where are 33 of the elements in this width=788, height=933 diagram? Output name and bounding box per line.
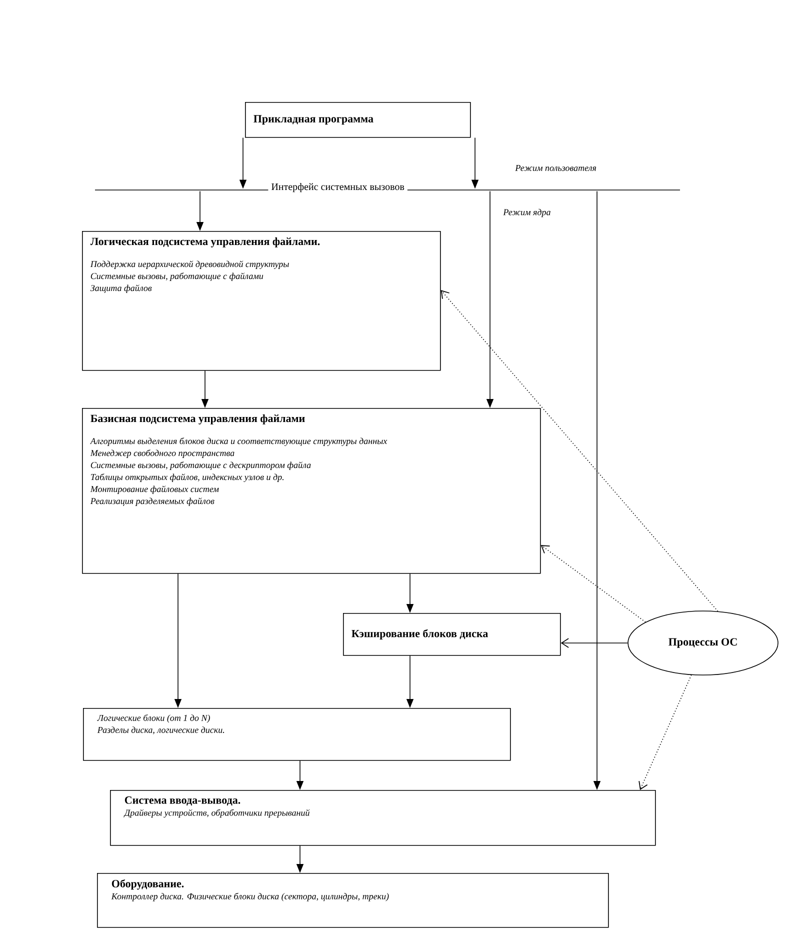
hardware-box: [97, 873, 609, 928]
box-title: Базисная подсистема управления файлами: [90, 414, 305, 424]
arrow: [638, 674, 692, 790]
item-text: Системные вызовы, работающие с файлами: [90, 272, 264, 281]
item-text: Контроллер диска. Физические блоки диска (сектора, цилиндры, треки): [111, 892, 389, 902]
arrow: [540, 545, 646, 623]
item-text: Логические блоки (от 1 до N): [97, 714, 210, 723]
interface-label: Интерфейс системных вызовов: [268, 180, 408, 196]
box-title: Логическая подсистема управления файлами.: [90, 237, 320, 248]
box-title: Система ввода-вывода.: [124, 796, 240, 806]
subsystem-box: [82, 408, 541, 574]
box-title: Кэширование блоков диска: [352, 629, 488, 640]
item-text: Защита файлов: [90, 284, 152, 293]
item-text: Разделы диска, логические диски.: [97, 726, 224, 734]
item-text: Таблицы открытых файлов, индексных узлов и др.: [91, 474, 284, 482]
subsystem-box: [82, 231, 441, 371]
blocks-box: [83, 708, 511, 761]
mode-label: Режим пользователя: [515, 165, 596, 171]
io-system-box: [110, 790, 656, 846]
box-title: Прикладная программа: [254, 115, 374, 125]
item-text: Реализация разделяемых файлов: [90, 498, 214, 506]
item-text: Системные вызовы, работающие с дескриптором файла: [90, 462, 311, 470]
item-text: Поддержка иерархической древовидной структуры: [90, 260, 289, 269]
arrow: [440, 290, 718, 612]
cache-box: [343, 613, 561, 656]
mode-label: Режим ядра: [503, 208, 550, 218]
item-text: Монтирование файловых систем: [90, 486, 219, 494]
item-text: Менеджер свободного пространства: [90, 450, 234, 458]
program-box: [245, 102, 471, 138]
item-text: Алгоритмы выделения блоков диска и соответствующие структуры данных: [90, 438, 388, 446]
arrow: [560, 638, 628, 648]
item-text: Драйверы устройств, обработчики прерываний: [124, 809, 310, 818]
box-title: Оборудование.: [112, 879, 184, 890]
